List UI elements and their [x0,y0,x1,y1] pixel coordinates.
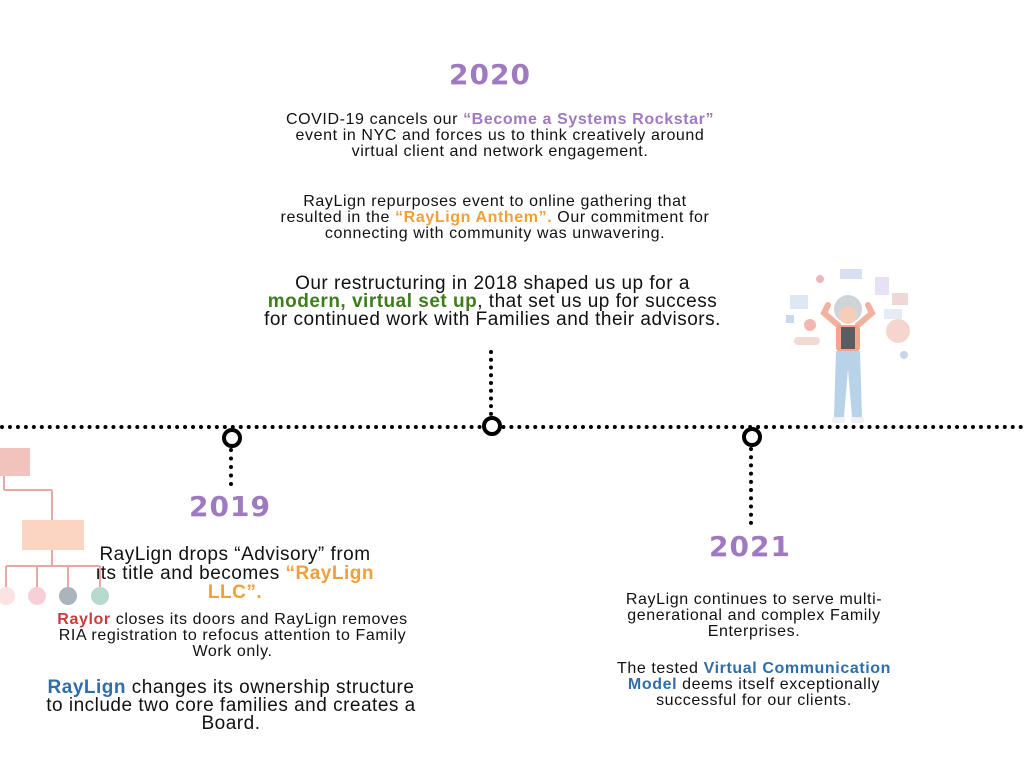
text-segment: RayLign continues to serve multi-generat… [625,591,883,640]
text-segment: event in NYC and forces us to think crea… [295,127,705,160]
timeline-line [0,425,1024,429]
text-segment: RayLign drops “Advisory” from its title … [96,544,371,584]
highlight-raylign-llc: “RayLign LLC”. [207,563,374,603]
highlight-raylor: Raylor [57,611,111,628]
text-segment: RayLign repurposes event to online gathe… [280,193,687,226]
connector-2020 [489,350,493,416]
text-segment: , that set us up for success for continu… [264,291,721,330]
year-2019: 2019 [189,490,271,523]
text-2021-p1: RayLign continues to serve multi-generat… [595,592,913,640]
org-chart-illustration [0,448,109,605]
year-2020: 2020 [449,58,531,91]
connector-2019 [229,448,233,486]
text-segment: Our restructuring in 2018 shaped us up f… [295,273,690,294]
text-2019-p2: Raylor closes its doors and RayLign remo… [55,612,410,660]
text-segment: COVID-19 cancels our [285,111,464,128]
org-box-top [0,448,30,476]
year-2021: 2021 [709,530,791,563]
org-box-middle [22,520,84,550]
timeline-node-2020 [482,416,502,436]
text-2021-p2: The tested Virtual Communication Model d… [598,661,910,709]
highlight-virtual-setup: modern, virtual set up [267,291,478,312]
connector-2021 [749,447,753,525]
highlight-virtual-communication-model: Virtual Communication Model [627,660,892,693]
text-segment: Our commitment for connecting with commu… [324,209,710,242]
text-2019-p3: RayLign changes its ownership structure … [42,677,420,734]
highlight-raylign: RayLign [47,677,126,698]
text-2020-p3: Our restructuring in 2018 shaped us up f… [255,273,730,330]
text-segment: deems itself exceptionally successful fo… [656,676,881,709]
text-2020-p2: RayLign repurposes event to online gathe… [270,194,720,242]
text-segment: closes its doors and RayLign removes RIA… [58,611,408,660]
text-segment: The tested [616,660,704,677]
text-2020-p1: COVID-19 cancels our “Become a Systems R… [270,112,730,160]
stressed-person-illustration [786,269,910,423]
text-segment: changes its ownership structure to inclu… [46,677,416,734]
highlight-raylign-anthem: “RayLign Anthem”. [395,209,553,226]
highlight-systems-rockstar: “Become a Systems Rockstar” [463,111,715,128]
text-2019-p1: RayLign drops “Advisory” from its title … [90,545,380,602]
timeline-node-2021 [742,427,762,447]
timeline-node-2019 [222,428,242,448]
